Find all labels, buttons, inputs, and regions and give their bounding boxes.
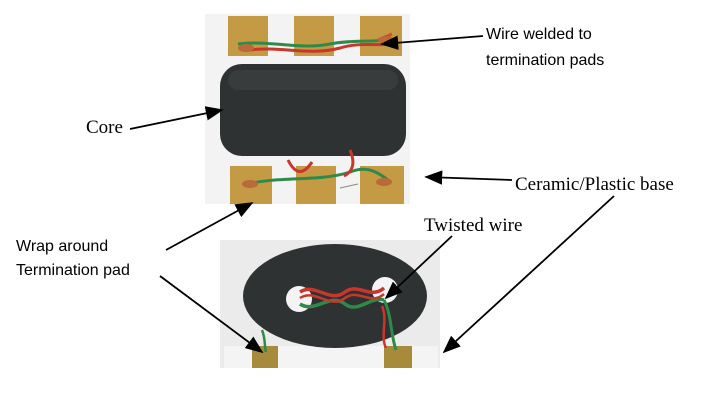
- bottom-wire-green: [247, 167, 389, 186]
- label-base: Ceramic/Plastic base: [515, 174, 674, 195]
- label-core: Core: [86, 117, 123, 138]
- bottom-weld-right: [376, 178, 392, 186]
- twisted-wire-green: [299, 297, 385, 309]
- arrow-core: [129, 106, 224, 130]
- arrow-base: [424, 170, 513, 185]
- label-twisted-wire: Twisted wire: [424, 215, 523, 236]
- top-wire-red: [249, 42, 393, 53]
- arrow-base-side: [442, 195, 615, 354]
- label-wire-welded-2: termination pads: [486, 52, 605, 69]
- bottom-wire-red: [286, 159, 314, 173]
- label-wrap-1: Wrap around: [16, 238, 109, 255]
- side-pad-right: [384, 346, 412, 368]
- top-wire-green: [237, 38, 389, 48]
- arrow-wrap-top: [165, 202, 254, 251]
- bottom-weld-left: [242, 180, 258, 188]
- arrow-twisted: [384, 235, 453, 300]
- label-wrap-2: Termination pad: [16, 262, 130, 279]
- arrow-wire-welded: [380, 35, 484, 50]
- twisted-wire-red: [299, 286, 386, 298]
- label-wire-welded-1: Wire welded to: [486, 26, 592, 43]
- arrow-wrap-side: [159, 275, 264, 354]
- top-weld-left: [238, 44, 254, 52]
